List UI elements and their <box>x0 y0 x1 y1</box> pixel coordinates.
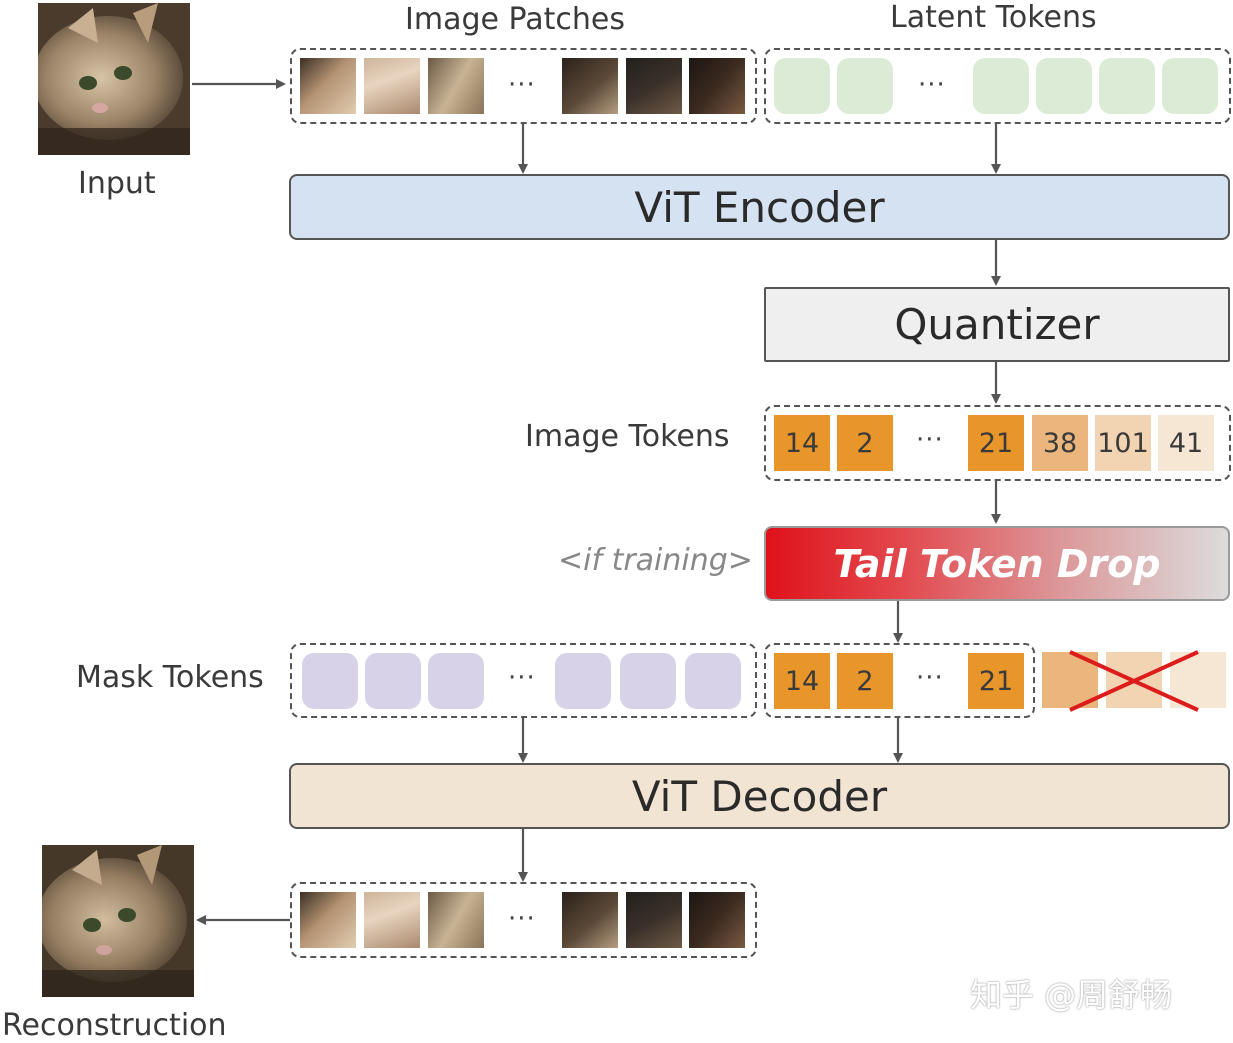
mask-token <box>620 653 676 709</box>
quantizer-block: Quantizer <box>764 287 1230 362</box>
patch <box>689 892 745 948</box>
reconstruction-image <box>42 845 194 997</box>
kept-token: 14 <box>774 653 830 709</box>
patch <box>300 892 356 948</box>
image-token: 2 <box>837 415 893 471</box>
ellipsis: ··· <box>916 663 944 693</box>
mask-token <box>428 653 484 709</box>
patch <box>562 58 618 114</box>
ellipsis: ··· <box>508 904 536 934</box>
ellipsis: ··· <box>916 425 944 455</box>
latent-token <box>837 58 893 114</box>
ellipsis: ··· <box>508 663 536 693</box>
patch <box>364 892 420 948</box>
input-label: Input <box>78 166 156 201</box>
image-token: 101 <box>1095 415 1151 471</box>
patch <box>626 892 682 948</box>
latent-token <box>774 58 830 114</box>
vit-decoder-block: ViT Decoder <box>289 763 1230 829</box>
image-token: 14 <box>774 415 830 471</box>
latent-token <box>1099 58 1155 114</box>
image-tokens-group: 14 2 ··· 21 38 101 41 <box>764 405 1231 481</box>
tail-token-drop-block: Tail Token Drop <box>764 526 1230 601</box>
drop-cross-icon <box>1069 650 1199 712</box>
image-token: 21 <box>968 415 1024 471</box>
watermark: 知乎 @周舒畅 <box>970 976 1173 1014</box>
latent-tokens-group: ··· <box>764 48 1231 124</box>
latent-tokens-label: Latent Tokens <box>890 0 1097 35</box>
patch <box>364 58 420 114</box>
image-token: 41 <box>1158 415 1214 471</box>
image-token: 38 <box>1032 415 1088 471</box>
patch <box>428 892 484 948</box>
kept-tokens-group: 14 2 ··· 21 <box>764 643 1035 718</box>
latent-token <box>1036 58 1092 114</box>
patch <box>689 58 745 114</box>
patch <box>300 58 356 114</box>
mask-token <box>302 653 358 709</box>
vit-encoder-block: ViT Encoder <box>289 174 1230 240</box>
latent-token <box>973 58 1029 114</box>
input-image <box>38 3 190 155</box>
image-tokens-label: Image Tokens <box>525 419 730 454</box>
mask-token <box>685 653 741 709</box>
kept-token: 21 <box>968 653 1024 709</box>
kept-token: 2 <box>837 653 893 709</box>
reconstruction-label: Reconstruction <box>2 1008 227 1043</box>
mask-tokens-label: Mask Tokens <box>76 660 264 695</box>
if-training-label: <if training> <box>558 543 753 578</box>
latent-token <box>1162 58 1218 114</box>
image-patches-group: ··· <box>290 48 757 124</box>
ellipsis: ··· <box>508 70 536 100</box>
image-patches-label: Image Patches <box>405 2 625 37</box>
mask-token <box>365 653 421 709</box>
patch <box>428 58 484 114</box>
mask-tokens-group: ··· <box>290 643 757 718</box>
mask-token <box>555 653 611 709</box>
patch <box>562 892 618 948</box>
ellipsis: ··· <box>918 70 946 100</box>
output-patches-group: ··· <box>290 882 757 958</box>
patch <box>626 58 682 114</box>
